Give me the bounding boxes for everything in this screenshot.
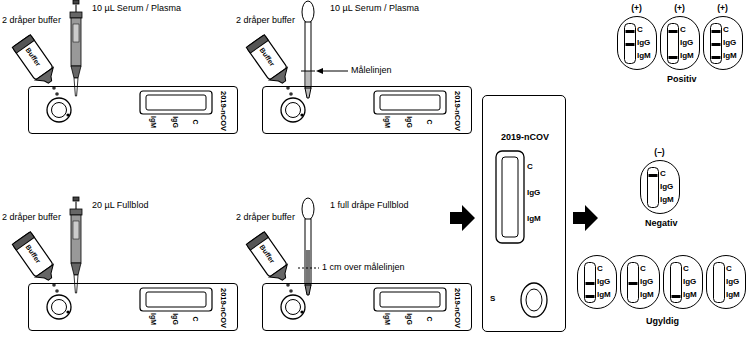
line-label: IgG	[405, 116, 413, 128]
step-label: Målelinjen	[351, 66, 392, 76]
line-label: IgM	[683, 291, 697, 300]
result-sign: (–)	[654, 148, 664, 157]
line-label: IgM	[680, 52, 694, 61]
line-label: C	[640, 265, 646, 274]
step-label: 2 dråper buffer	[236, 213, 295, 223]
step-label: 1 cm over målelinjen	[322, 263, 405, 273]
line-label: C	[723, 26, 729, 35]
line-label: IgG	[405, 313, 413, 325]
line-label: IgM	[527, 215, 541, 224]
line-label: IgG	[171, 116, 179, 128]
step-label: 10 µL Serum / Plasma	[330, 4, 419, 14]
cassette-detail	[660, 16, 700, 70]
line-label: C	[191, 316, 199, 321]
test-cassette: 2019-nCOV C IgG IgM	[28, 86, 238, 134]
line-label: IgM	[726, 291, 740, 300]
test-cassette: 2019-nCOV C IgG IgM	[28, 283, 238, 331]
line-label: IgG	[171, 313, 179, 325]
result-window: (–)CIgGIgM	[640, 160, 680, 214]
result-sign: (+)	[717, 4, 728, 13]
line-label: C	[680, 26, 686, 35]
test-cassette: 2019-nCOV C IgG IgM	[262, 86, 472, 134]
line-label: C	[726, 265, 732, 274]
line-label: C	[597, 265, 603, 274]
result-window: (+)CIgGIgM	[660, 16, 700, 70]
line-label: IgM	[383, 116, 391, 128]
line-label: IgG	[637, 39, 650, 48]
cassette-detail	[617, 16, 657, 70]
step-label: 20 µL Fullblod	[92, 201, 148, 211]
line-label: C	[191, 119, 199, 124]
brand-label: 2019-nCOV	[453, 288, 461, 328]
cassette-detail	[663, 255, 703, 309]
line-label: C	[527, 163, 533, 172]
result-window: C IgG IgM	[663, 255, 703, 309]
test-cassette-large: 2019-nCOV C IgG IgM S	[482, 95, 566, 332]
test-cassette: 2019-nCOV C IgG IgM	[262, 283, 472, 331]
line-label: C	[683, 265, 689, 274]
cassette-detail	[706, 255, 746, 309]
line-label: IgM	[383, 313, 391, 325]
line-label: C	[425, 119, 433, 124]
line-label: IgG	[527, 189, 540, 198]
brand-label: 2019-nCOV	[501, 133, 549, 143]
cassette-detail	[28, 283, 238, 331]
step-label: 2 dråper buffer	[2, 16, 61, 26]
result-window: (+)CIgGIgM	[703, 16, 743, 70]
line-label: C	[637, 26, 643, 35]
line-label: C	[425, 316, 433, 321]
step-label: 2 dråper buffer	[236, 16, 295, 26]
line-label: IgG	[680, 39, 693, 48]
step-label: 2 dråper buffer	[2, 213, 61, 223]
result-sign: (+)	[631, 4, 642, 13]
line-label: IgG	[723, 39, 736, 48]
line-label: IgG	[726, 278, 739, 287]
step-label: 10 µL Serum / Plasma	[92, 4, 181, 14]
result-sign: (+)	[674, 4, 685, 13]
line-label: IgM	[637, 52, 651, 61]
brand-label: 2019-nCOV	[219, 91, 227, 131]
result-window: C IgG IgM	[706, 255, 746, 309]
line-label: IgG	[683, 278, 696, 287]
result-window: C IgG IgM	[620, 255, 660, 309]
line-label: IgM	[640, 291, 654, 300]
step-label: 1 full dråpe Fullblod	[330, 201, 409, 211]
cassette-detail	[262, 283, 472, 331]
cassette-detail	[262, 86, 472, 134]
result-heading: Ugyldig	[646, 317, 679, 327]
brand-label: 2019-nCOV	[453, 91, 461, 131]
line-label: IgG	[597, 278, 610, 287]
result-heading: Positiv	[667, 75, 697, 85]
sample-label: S	[490, 295, 495, 304]
line-label: IgM	[597, 291, 611, 300]
result-window: (+)CIgGIgM	[617, 16, 657, 70]
cassette-detail	[28, 86, 238, 134]
cassette-detail	[577, 255, 617, 309]
line-label: IgM	[660, 196, 674, 205]
line-label: IgM	[149, 116, 157, 128]
line-label: IgG	[640, 278, 653, 287]
result-window: C IgG IgM	[577, 255, 617, 309]
result-heading: Negativ	[645, 219, 678, 229]
cassette-detail	[620, 255, 660, 309]
line-label: IgM	[723, 52, 737, 61]
line-label: IgM	[149, 313, 157, 325]
cassette-detail	[703, 16, 743, 70]
cassette-detail	[640, 160, 680, 214]
line-label: C	[660, 170, 666, 179]
brand-label: 2019-nCOV	[219, 288, 227, 328]
line-label: IgG	[660, 183, 673, 192]
